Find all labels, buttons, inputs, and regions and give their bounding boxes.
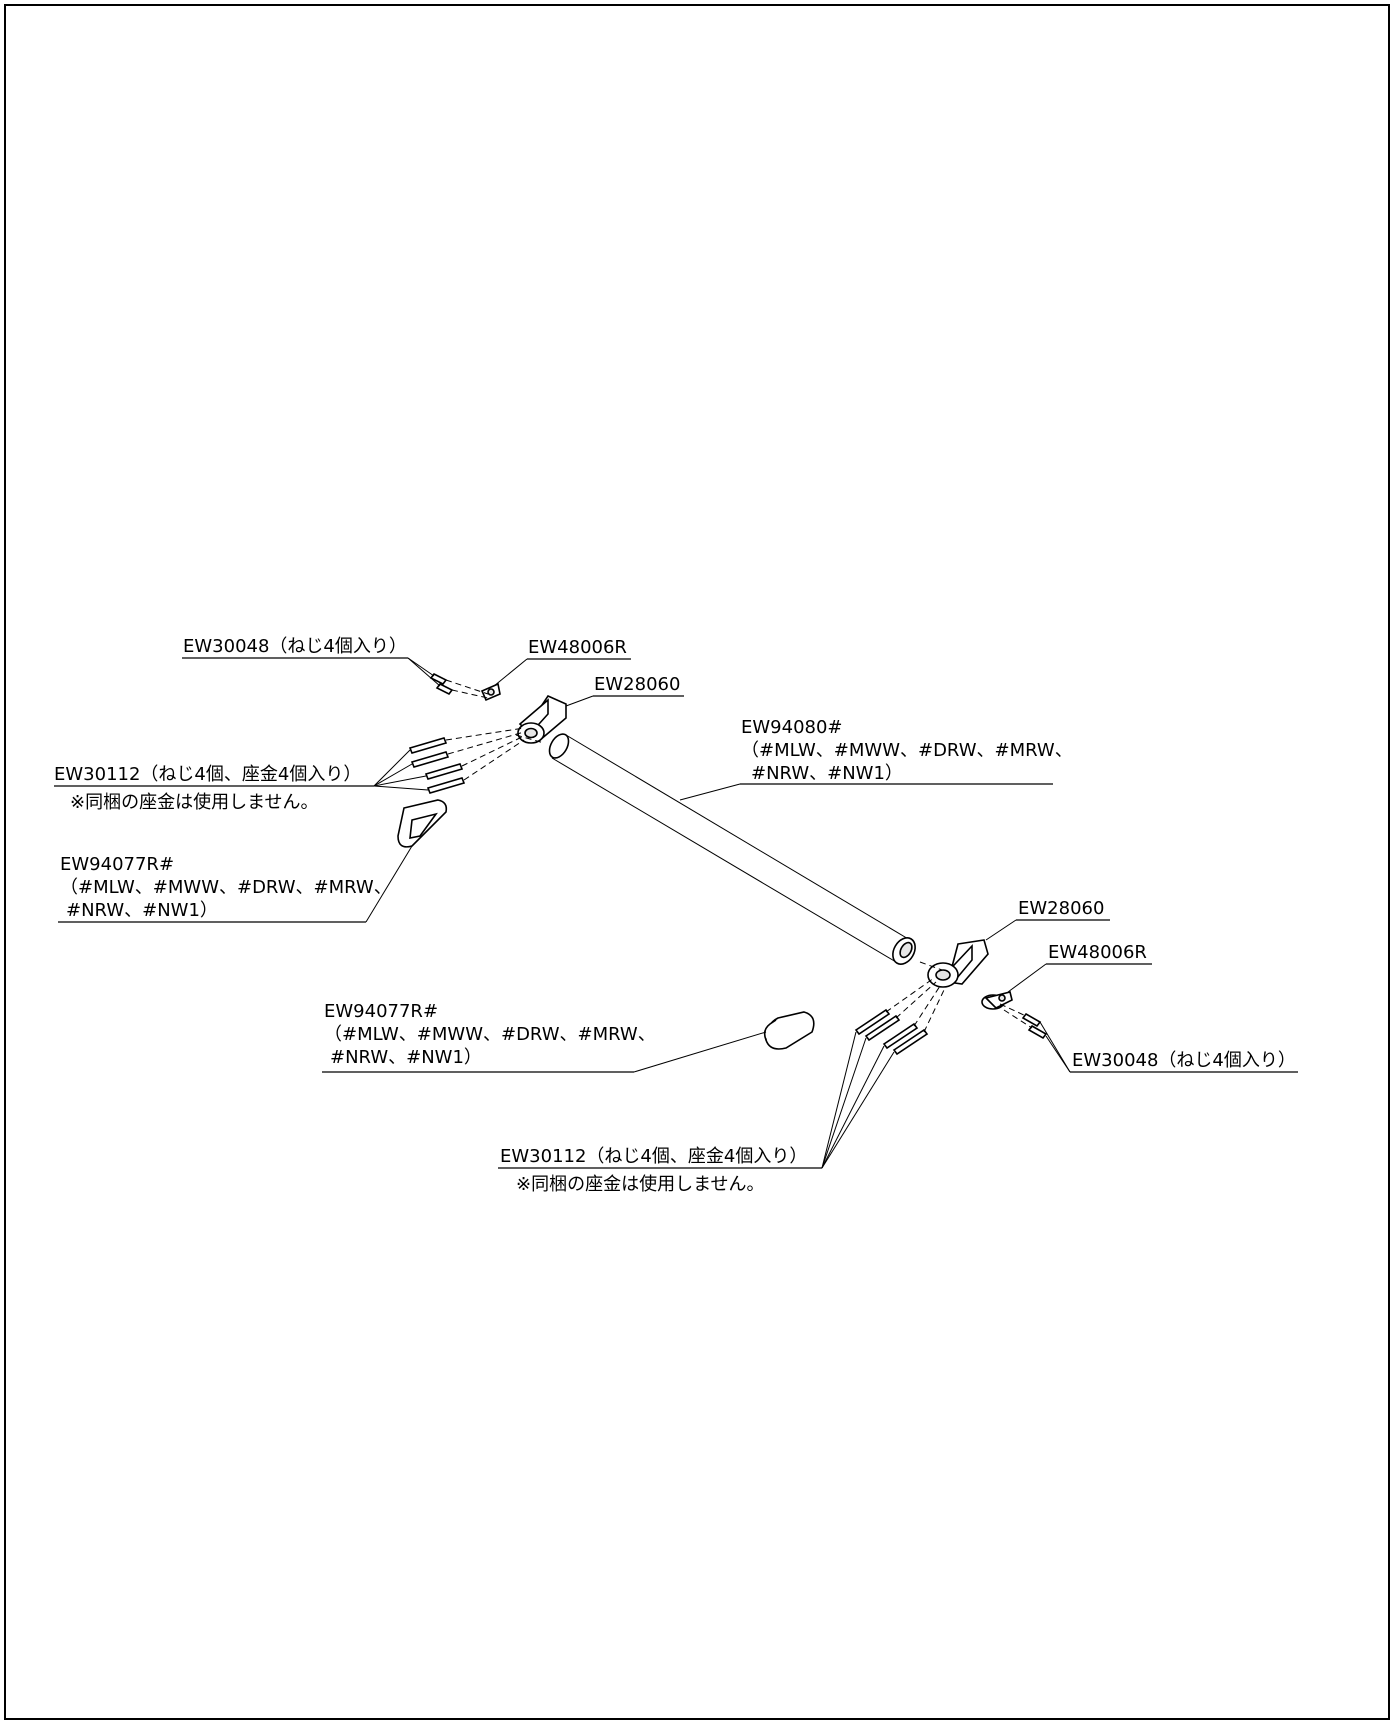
label-screw-washer-left: EW30112（ねじ4個、座金4個入り） [54,764,361,785]
label-bracket-right: EW28060 [1018,898,1104,919]
label-bar-colors-2: #NRW、#NW1） [751,763,903,784]
label-bracket-pin-left: EW48006R [528,637,627,658]
label-screw-pack-left: EW30048（ねじ4個入り） [183,636,407,657]
label-cover-right-code: EW94077R# [324,1001,438,1022]
label-washer-note-left: ※同梱の座金は使用しません。 [70,792,319,813]
bracket-pin-right [981,991,1013,1010]
label-cover-left-colors-1: （#MLW、#MWW、#DRW、#MRW、 [60,877,392,898]
cover-right [763,1011,815,1050]
label-screw-pack-right: EW30048（ねじ4個入り） [1072,1050,1296,1071]
screws-left-small [429,672,489,699]
label-cover-left-colors-2: #NRW、#NW1） [66,900,218,921]
screws-right-long [854,977,945,1056]
bracket-left [515,694,567,744]
drawing-frame [4,4,1390,1720]
label-cover-right-colors-2: #NRW、#NW1） [330,1047,482,1068]
label-cover-left-code: EW94077R# [60,854,174,875]
label-bracket-left: EW28060 [594,674,680,695]
cover-left [397,799,448,848]
screws-right-small [999,1003,1048,1040]
screws-left-long [408,727,525,794]
label-bar-code: EW94080# [741,717,843,738]
leader-lines [54,657,1298,1169]
label-bracket-pin-right: EW48006R [1048,942,1147,963]
grab-bar [548,733,916,965]
bracket-right [919,939,989,988]
label-washer-note-right: ※同梱の座金は使用しません。 [516,1174,765,1195]
label-cover-right-colors-1: （#MLW、#MWW、#DRW、#MRW、 [324,1024,656,1045]
label-bar-colors-1: （#MLW、#MWW、#DRW、#MRW、 [741,740,1073,761]
label-screw-washer-right: EW30112（ねじ4個、座金4個入り） [500,1146,807,1167]
